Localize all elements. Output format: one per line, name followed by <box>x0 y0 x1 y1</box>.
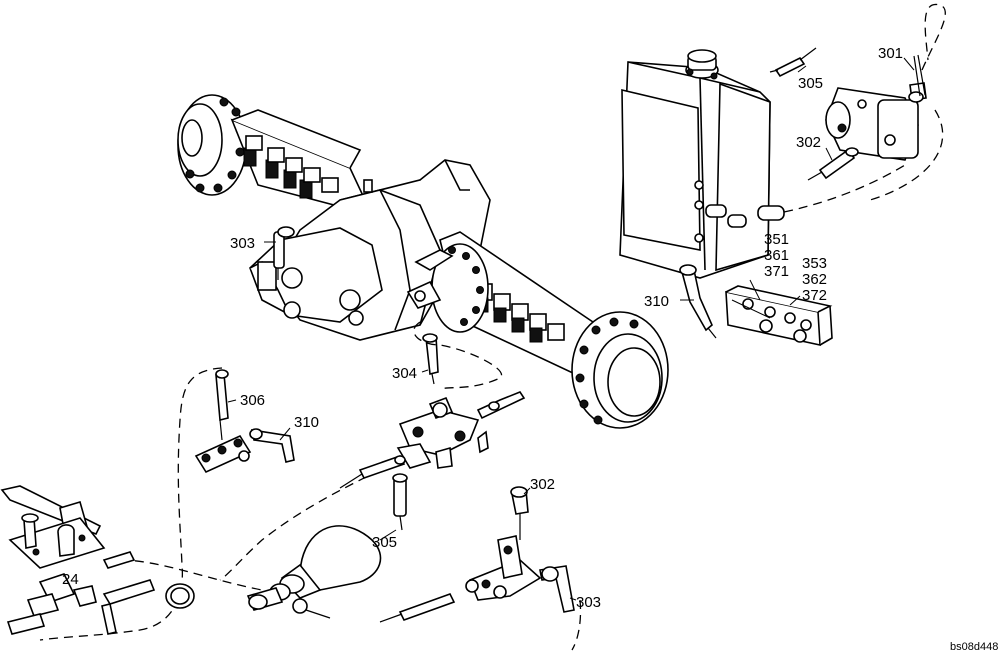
line-brake-loop <box>39 367 223 641</box>
axle-assembly <box>177 94 669 429</box>
fitting-306 <box>215 369 229 441</box>
callout-24: 24 <box>62 571 79 588</box>
oil-tank <box>619 49 785 279</box>
callout-303-lower: 303 <box>576 594 601 611</box>
fitting-304 <box>422 333 439 385</box>
line-pump-tank <box>869 109 944 201</box>
callout-353: 353 <box>802 255 827 272</box>
brake-valve <box>339 391 526 489</box>
hose-310-tank <box>679 264 717 339</box>
callout-362: 362 <box>802 271 827 288</box>
fitting-302-top <box>807 147 859 181</box>
callout-361: 361 <box>764 247 789 264</box>
leader-lines <box>227 57 915 601</box>
line-axle-valve <box>413 321 503 391</box>
callout-304: 304 <box>392 365 417 382</box>
manifold-right <box>379 486 575 623</box>
line-pedal-accum <box>119 559 263 591</box>
drawing-code: bs08d448 <box>950 641 998 653</box>
line-pump-return <box>921 3 946 71</box>
callout-372: 372 <box>802 287 827 304</box>
callout-303-upper: 303 <box>230 235 255 252</box>
callout-305-top: 305 <box>798 75 823 92</box>
callout-301: 301 <box>878 45 903 62</box>
line-low-right <box>571 599 582 651</box>
callout-371: 371 <box>764 263 789 280</box>
fitting-305-top <box>769 47 817 78</box>
callout-351: 351 <box>764 231 789 248</box>
fitting-305-lower <box>392 473 408 531</box>
line-tank-pump <box>783 164 906 213</box>
manifold-left <box>194 428 295 474</box>
callout-labels: 301 305 302 303 351 361 371 353 362 372 … <box>62 45 998 653</box>
callout-306: 306 <box>240 392 265 409</box>
callout-310-tank: 310 <box>644 293 669 310</box>
hydraulic-pump <box>825 54 927 161</box>
line-valve-accum <box>219 469 381 581</box>
callout-302-top: 302 <box>796 134 821 151</box>
fitting-303-upper <box>273 226 295 280</box>
callout-302-lower: 302 <box>530 476 555 493</box>
accumulator <box>246 525 382 619</box>
callout-305-lower: 305 <box>372 534 397 551</box>
callout-310-lower: 310 <box>294 414 319 431</box>
brake-pedal <box>0 485 195 635</box>
